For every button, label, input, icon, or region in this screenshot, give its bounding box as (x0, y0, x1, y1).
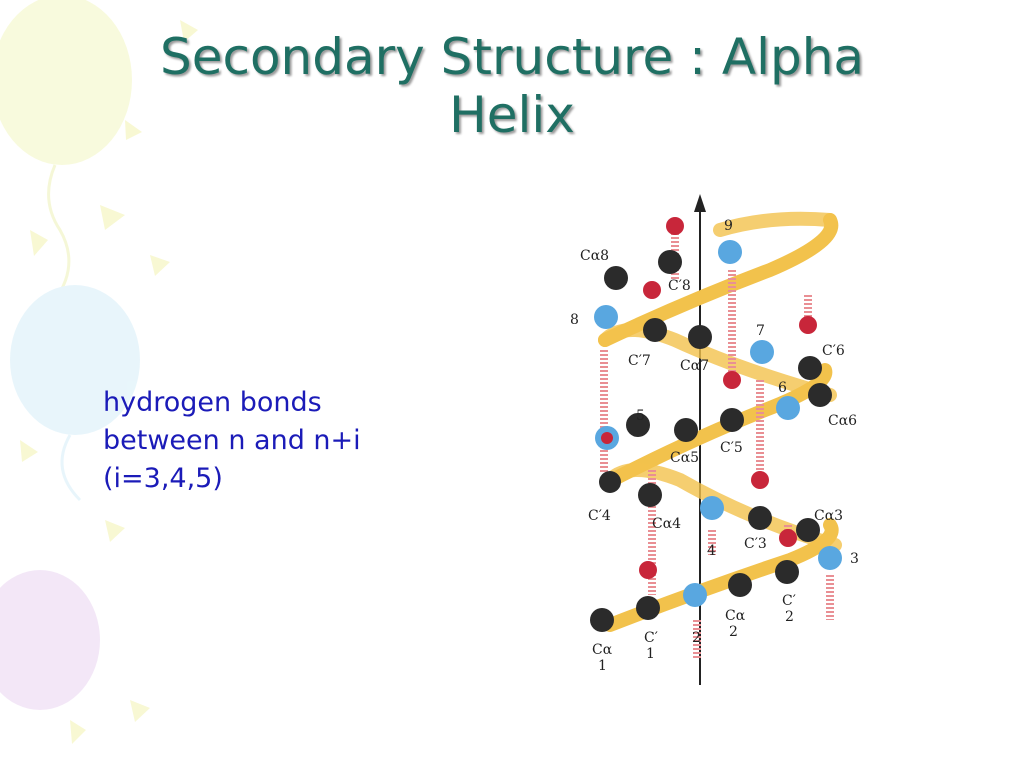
balloon-purple (0, 570, 100, 710)
slide-title: Secondary Structure : Alpha Helix (60, 28, 964, 144)
label-c2p: C′ (782, 593, 796, 609)
balloon-blue (10, 285, 140, 435)
label-n9: 9 (724, 218, 733, 234)
label-ca3: Cα3 (814, 508, 843, 524)
label-n7: 7 (756, 323, 765, 339)
body-text: hydrogen bonds between n and n+i (i=3,4,… (103, 384, 361, 498)
label-n5: 5 (636, 408, 645, 424)
label-c6p: C′6 (822, 343, 845, 359)
label-n6: 6 (778, 380, 787, 396)
label-ca6: Cα6 (828, 413, 857, 429)
label-n2: 2 (692, 630, 701, 646)
label-n8: 8 (570, 312, 579, 328)
body-line-2: between n and n+i (103, 425, 361, 456)
balloon-yellow (0, 0, 132, 165)
label-ca5: Cα5 (670, 450, 699, 466)
label-c1p: C′ (644, 630, 658, 646)
title-line-1: Secondary Structure : Alpha (159, 28, 865, 86)
body-line-1: hydrogen bonds (103, 387, 322, 418)
oxygen-atoms (601, 217, 817, 579)
label-ca8: Cα8 (580, 248, 609, 264)
label-n3: 3 (850, 551, 859, 567)
carbon-atoms (590, 250, 832, 632)
atom-labels: Cα8 9 C′8 8 7 C′6 C′7 Cα7 6 5 Cα6 Cα5 C′… (570, 218, 859, 674)
label-ca2: Cα (725, 608, 746, 624)
label-ca4: Cα4 (652, 516, 681, 532)
label-ca7: Cα7 (680, 358, 709, 374)
label-n4: 4 (707, 543, 716, 559)
label-ca2-sub: 2 (729, 624, 738, 640)
label-n2-sub: 2 (785, 609, 794, 625)
label-c5p: C′5 (720, 440, 743, 456)
title-line-2: Helix (449, 86, 575, 144)
label-c8p: C′8 (668, 278, 691, 294)
alpha-helix-diagram: Cα8 9 C′8 8 7 C′6 C′7 Cα7 6 5 Cα6 Cα5 C′… (570, 194, 859, 685)
label-c4p: C′4 (588, 508, 611, 524)
label-c3p: C′3 (744, 536, 767, 552)
body-line-3: (i=3,4,5) (103, 463, 223, 494)
label-c7p: C′7 (628, 353, 651, 369)
axis-arrowhead (694, 194, 706, 212)
label-c1-sub: 1 (646, 646, 655, 662)
label-ca1: Cα (592, 642, 613, 658)
label-ca1-sub: 1 (598, 658, 607, 674)
